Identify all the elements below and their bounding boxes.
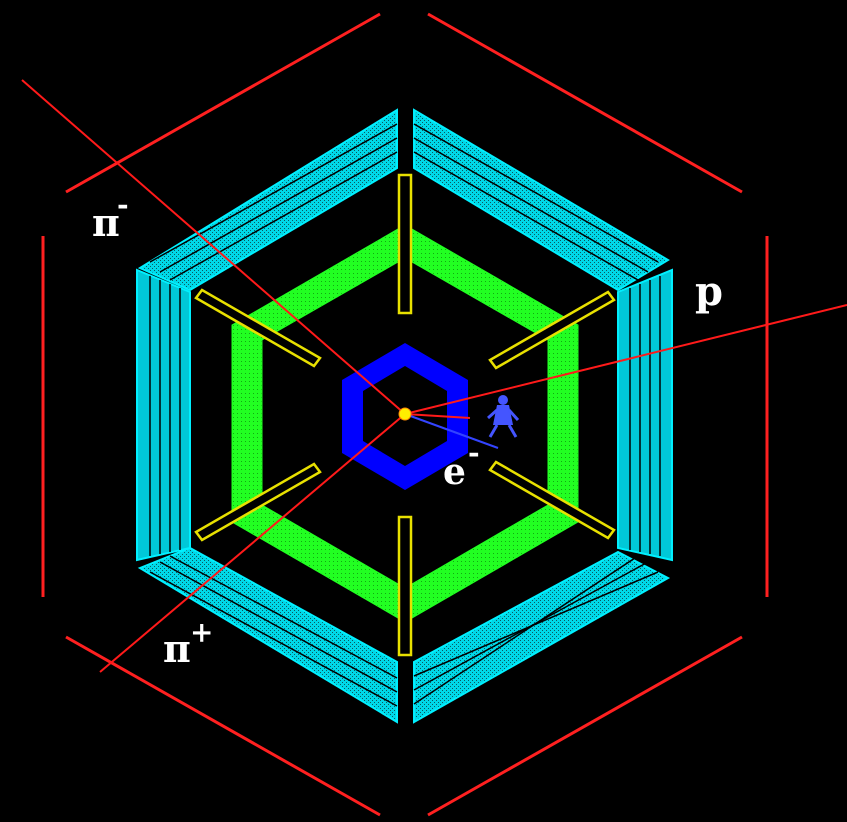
strut xyxy=(488,460,616,540)
proton-label: p xyxy=(695,268,723,315)
tracks xyxy=(21,79,847,673)
strut xyxy=(397,515,413,657)
outer-frame xyxy=(41,12,769,817)
strut xyxy=(194,462,322,542)
outer-detector-module xyxy=(136,268,191,562)
pi-plus-charge: + xyxy=(190,616,213,649)
outer-detector-module xyxy=(413,108,670,292)
pi-minus-track xyxy=(21,79,406,415)
outer-detector-layers xyxy=(149,123,661,707)
strut xyxy=(397,173,413,315)
proton-track xyxy=(404,304,847,415)
outer-detector xyxy=(136,108,673,724)
interaction-vertex xyxy=(398,407,412,421)
outer-frame-side xyxy=(427,12,743,194)
pi-plus-label: π xyxy=(163,626,191,671)
pi-minus-label: π xyxy=(92,200,120,245)
struts xyxy=(194,173,616,657)
strut xyxy=(488,290,616,370)
pi-minus-charge: - xyxy=(117,188,129,221)
electron-track xyxy=(404,413,499,449)
outer-detector-module xyxy=(137,546,398,724)
inner-detector xyxy=(342,343,468,490)
particle-labels: π - p e - π + xyxy=(92,188,723,671)
outer-frame-side xyxy=(65,635,381,817)
electron-charge: - xyxy=(468,436,480,469)
electron-label: e xyxy=(443,451,466,493)
pi-plus-track xyxy=(99,413,406,673)
short-track xyxy=(404,413,471,419)
outer-frame-side xyxy=(65,12,381,194)
outer-detector-module xyxy=(137,108,398,292)
outer-frame-side xyxy=(427,635,743,817)
outer-detector-module xyxy=(617,268,673,562)
strut xyxy=(194,288,322,368)
figure-icon xyxy=(487,395,520,438)
